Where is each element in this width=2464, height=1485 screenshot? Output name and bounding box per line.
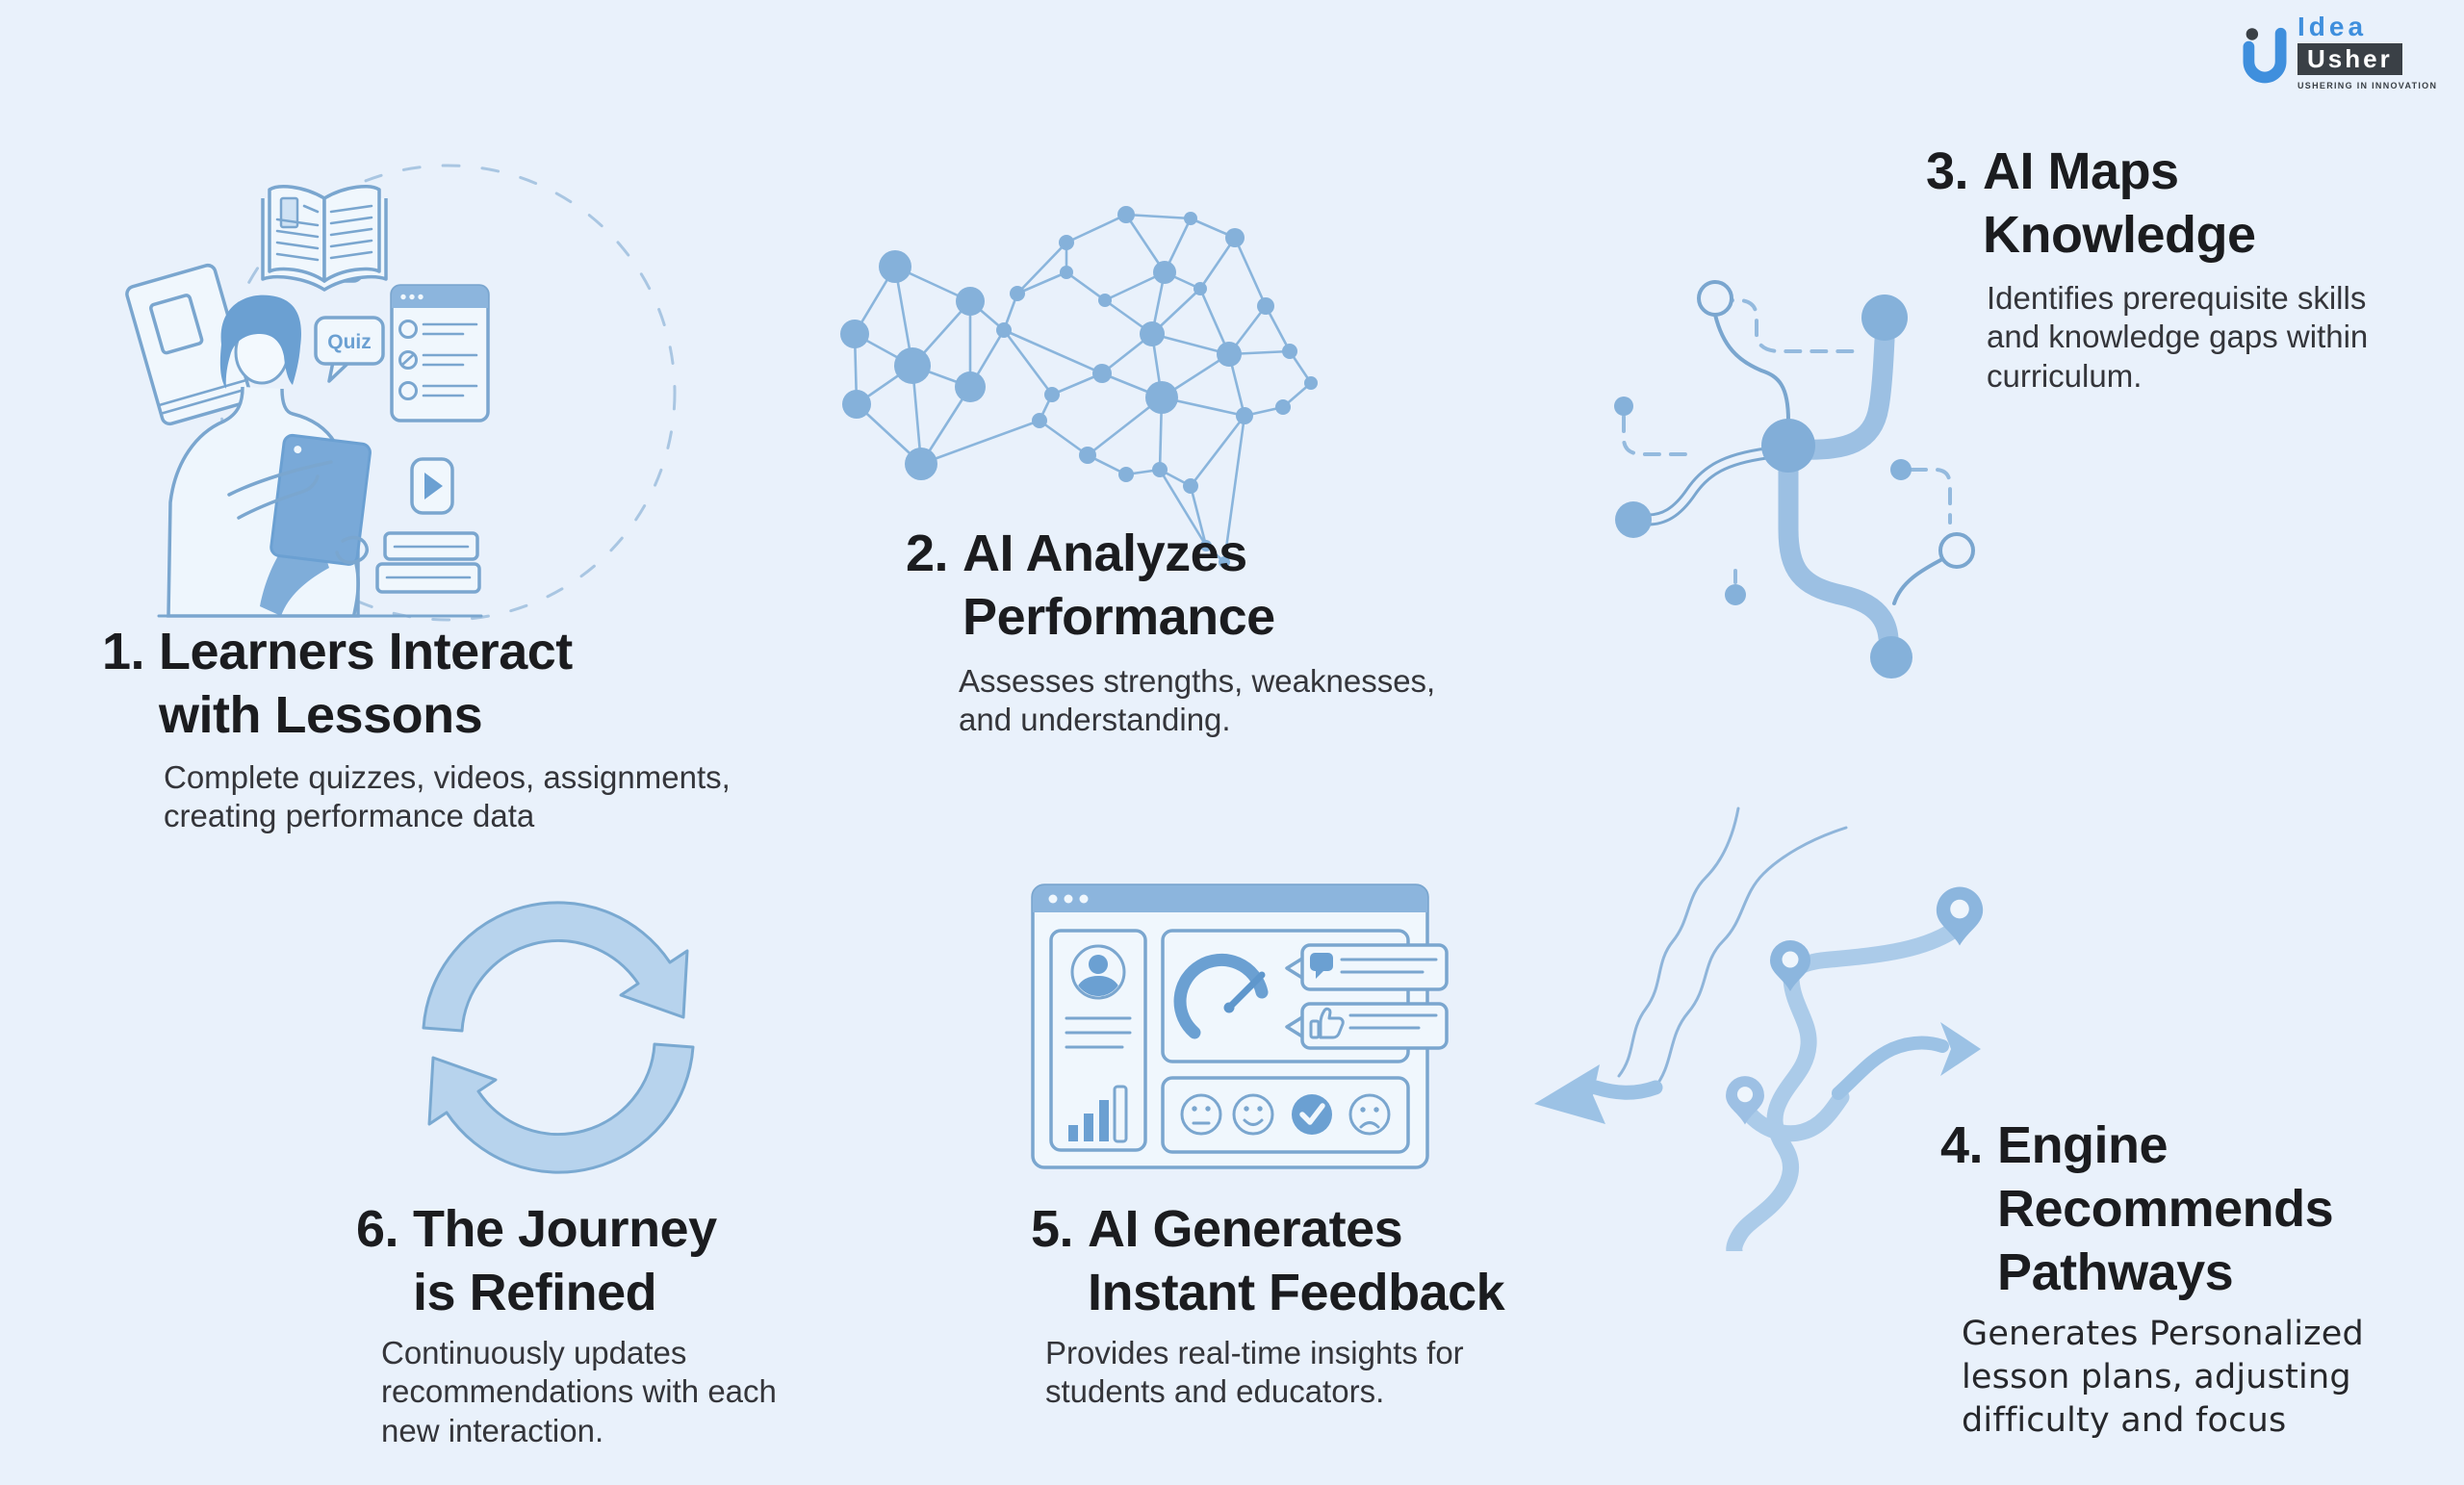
step-1-title: 1. Learners Interact with Lessons <box>102 621 573 748</box>
step-5-number: 5. <box>1031 1200 1074 1258</box>
emoji-neutral-icon <box>1180 1093 1222 1136</box>
filled-node-bottom <box>1870 636 1912 678</box>
thin-path-2 <box>1652 826 1848 1091</box>
step-2-title-text: AI Analyzes Performance <box>962 525 1275 646</box>
location-pin-icon-bottom <box>1726 1076 1764 1125</box>
dashed-link-right <box>1910 468 1952 525</box>
link-right-circle <box>1892 556 1946 605</box>
refine-cycle-illustration <box>422 901 695 1174</box>
thin-path-1 <box>1617 807 1740 1078</box>
step-1-title-text: Learners Interact with Lessons <box>159 623 573 744</box>
central-node <box>1761 419 1815 473</box>
ribbon-path-2 <box>1726 971 1817 1251</box>
gauge-icon <box>1173 953 1269 1039</box>
outline-node-top-left <box>1697 280 1733 317</box>
person-with-tablet <box>167 294 372 618</box>
dashed-link-left <box>1622 415 1689 456</box>
logo-text-block: Idea Usher USHERING IN INNOVATION <box>2297 13 2437 90</box>
checklist-window-icon <box>390 284 490 422</box>
outline-node-right <box>1938 532 1975 569</box>
step-6-description: Continuously updates recommendations wit… <box>381 1335 777 1448</box>
open-book-icon <box>261 185 388 292</box>
chat-bubble-icon <box>1285 943 1449 991</box>
step-6-title: 6. The Journey is Refined <box>356 1198 717 1325</box>
small-dot-right <box>1890 459 1912 480</box>
holding-hand <box>335 535 369 616</box>
step-2-description: Assesses strengths, weaknesses, and unde… <box>959 663 1436 738</box>
step-3-title-text: AI Maps Knowledge <box>1983 142 2256 264</box>
filled-node-top-right <box>1861 294 1908 341</box>
left-network-cluster <box>840 250 1040 480</box>
step-6-number: 6. <box>356 1200 399 1258</box>
branch-to-top-left <box>1713 313 1790 422</box>
knowledge-map-illustration <box>1614 280 1975 678</box>
step-5-title-text: AI Generates Instant Feedback <box>1088 1200 1505 1321</box>
right-arrow-icon <box>1832 1022 1981 1100</box>
learner-with-tablet-illustration: Quiz <box>125 164 677 622</box>
step-4-number: 4. <box>1940 1116 1984 1174</box>
bottom-cycle-arrow-icon <box>427 1042 695 1174</box>
feedback-dashboard-illustration <box>1031 883 1449 1169</box>
reactions-panel <box>1161 1076 1410 1154</box>
left-arrow-icon <box>1534 1064 1663 1124</box>
person-hair <box>219 294 301 389</box>
branch-to-left <box>1641 447 1773 526</box>
ribbon-path-1 <box>1783 917 1968 986</box>
brain-network-illustration <box>840 206 1318 568</box>
emoji-sad-icon <box>1348 1093 1391 1136</box>
books-stack-icon <box>375 531 481 594</box>
step-3-number: 3. <box>1926 142 1969 200</box>
bar-chart-icon <box>1068 1085 1128 1143</box>
emoji-happy-icon <box>1232 1093 1274 1136</box>
recommendation-pathways-illustration <box>1534 807 1984 1251</box>
tablet <box>270 433 372 566</box>
quiz-bubble-label: Quiz <box>327 331 372 353</box>
filled-node-left <box>1615 501 1652 538</box>
profile-panel <box>1049 929 1147 1152</box>
step-3-description: Identifies prerequisite skills and knowl… <box>1987 280 2369 394</box>
logo-wordmark-idea: Idea <box>2297 12 2368 41</box>
branch-to-bottom <box>1778 458 1899 649</box>
brain-cluster <box>996 206 1318 568</box>
logo-tagline: USHERING IN INNOVATION <box>2297 80 2438 90</box>
play-button-icon <box>410 457 454 515</box>
logo-wordmark-usher: Usher <box>2297 43 2402 75</box>
step-1-description: Complete quizzes, videos, assignments, c… <box>164 759 731 834</box>
top-cycle-arrow-icon <box>422 901 689 1033</box>
closed-book-icon <box>125 263 252 426</box>
thumbs-up-bubble-icon <box>1285 1002 1449 1050</box>
branch-to-top-right <box>1789 329 1895 460</box>
check-badge-icon <box>1292 1094 1332 1135</box>
quiz-bubble: Quiz <box>314 316 385 383</box>
location-pin-icon-top <box>1936 886 1984 946</box>
step-2-number: 2. <box>906 525 949 582</box>
step-4-title-text: Engine Recommends Pathways <box>1997 1116 2334 1301</box>
step-1-number: 1. <box>102 623 145 680</box>
pointing-hand <box>227 460 333 520</box>
step-6-title-text: The Journey is Refined <box>413 1200 717 1321</box>
small-dot-bottom <box>1725 584 1746 605</box>
small-dot-left <box>1614 397 1633 416</box>
step-2-title: 2. AI Analyzes Performance <box>906 523 1275 650</box>
step-3-title: 3. AI Maps Knowledge <box>1926 141 2256 268</box>
step-5-description: Provides real-time insights for students… <box>1045 1335 1464 1410</box>
idea-usher-logo: Idea Usher USHERING IN INNOVATION <box>2239 13 2437 100</box>
location-pin-icon-middle <box>1770 940 1810 991</box>
ribbon-path-3 <box>1736 1088 1850 1142</box>
step-5-title: 5. AI Generates Instant Feedback <box>1031 1198 1505 1325</box>
step-4-title: 4. Engine Recommends Pathways <box>1940 1114 2334 1305</box>
dashed-link-top <box>1716 298 1864 353</box>
step-4-description: Generates Personalized lesson plans, adj… <box>1962 1315 2364 1440</box>
logo-u-icon <box>2243 27 2287 84</box>
